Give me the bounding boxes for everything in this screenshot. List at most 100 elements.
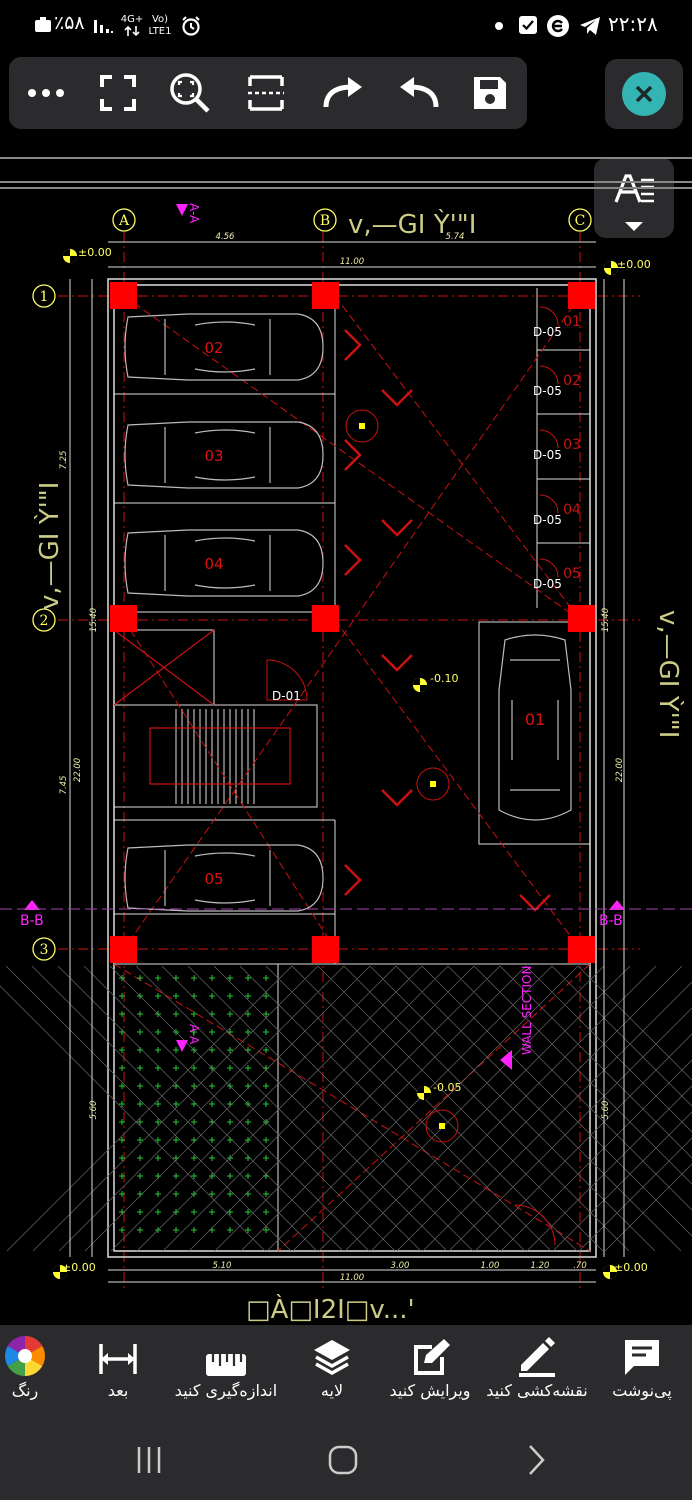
- car-label: 05: [204, 870, 223, 888]
- back-button[interactable]: [506, 1436, 566, 1484]
- dim-bottom-5: .70: [573, 1261, 587, 1271]
- undo-button[interactable]: [395, 71, 441, 115]
- save-button[interactable]: [467, 71, 513, 115]
- storage-number: 04: [563, 502, 581, 518]
- wall-section-label: WALL SECTION: [520, 966, 534, 1055]
- dim-bottom-3: 1.00: [481, 1261, 500, 1271]
- door-label: D-05: [533, 513, 562, 527]
- dim-bottom-1: 5.10: [213, 1261, 232, 1271]
- recent-apps-button[interactable]: [119, 1436, 179, 1484]
- signal-icon: [94, 20, 113, 33]
- more-button[interactable]: [23, 71, 69, 115]
- garbled-text-bottom: □À□I2I□v...': [246, 1293, 415, 1325]
- dim-right-1: 15.40: [601, 608, 611, 632]
- layers-tool-label: لایه: [320, 1381, 344, 1400]
- battery-percent: ٪۵۸: [54, 12, 85, 34]
- fullscreen-icon: [100, 75, 136, 111]
- edit-tool[interactable]: ویرایش کنید: [382, 1325, 478, 1418]
- section-label-right: B-B: [599, 913, 623, 929]
- dim-bottom-4: 1.20: [531, 1261, 550, 1271]
- note-tool-label: پی‌نوشت: [612, 1381, 672, 1400]
- top-toolbar: [9, 57, 527, 129]
- dim-left-3: 7.45: [59, 776, 69, 795]
- axis-label-3: 3: [40, 942, 49, 958]
- level-ramp: -0.10: [430, 672, 458, 685]
- garbled-text-left: v,—GI Ỳ'"I: [33, 482, 65, 610]
- color-wheel-icon: [5, 1336, 45, 1376]
- section-label-bottom: A-A: [187, 1024, 201, 1045]
- more-icon: [28, 89, 64, 97]
- status-bar: ٪۵۸ 4G+ Vo) LTE1 ۲۲:۲۸: [0, 0, 692, 52]
- car-label: 04: [204, 555, 223, 573]
- dimension-tool-label: بعد: [107, 1381, 129, 1400]
- battery-icon: [35, 17, 51, 32]
- close-button[interactable]: [605, 59, 683, 129]
- recent-apps-icon: [137, 1447, 161, 1473]
- text-panel-button[interactable]: [594, 158, 674, 238]
- dim-right-2: 22.00: [615, 758, 625, 782]
- car-label: 03: [204, 447, 223, 465]
- dim-bottom-total: 11.00: [340, 1273, 364, 1283]
- axis-label-C: C: [575, 213, 586, 229]
- edit-icon: [414, 1339, 450, 1375]
- dim-left-5: 5.60: [89, 1101, 99, 1120]
- level-bottom-right: ±0.00: [614, 1261, 648, 1274]
- note-tool[interactable]: پی‌نوشت: [606, 1325, 678, 1418]
- measure-tool-label: اندازه‌گیری کنید: [174, 1381, 278, 1400]
- zoom-button[interactable]: [167, 71, 213, 115]
- color-tool[interactable]: رنگ: [0, 1325, 50, 1418]
- dim-bottom-2: 3.00: [391, 1261, 410, 1271]
- fit-screen-button[interactable]: [243, 71, 289, 115]
- back-icon: [529, 1445, 545, 1475]
- section-label-left: B-B: [20, 913, 44, 929]
- color-tool-label: رنگ: [11, 1381, 39, 1400]
- redo-button[interactable]: [321, 71, 367, 115]
- dim-top-1: 4.56: [216, 232, 236, 242]
- data-arrows-icon: [124, 25, 140, 37]
- level-bottom-left: ±0.00: [62, 1261, 96, 1274]
- pencil-icon: [519, 1337, 555, 1377]
- dim-top-2: 5.74: [446, 232, 465, 242]
- checkbox-notification-icon: [519, 16, 537, 34]
- volte-label: Vo): [151, 14, 169, 25]
- close-icon: [635, 85, 653, 103]
- close-circle: [622, 72, 666, 116]
- axis-label-B: B: [320, 213, 330, 229]
- chevron-down-icon: [625, 222, 643, 231]
- axis-label-A: A: [118, 213, 130, 229]
- navigation-bar: [0, 1418, 692, 1500]
- car-label: 02: [204, 339, 223, 357]
- dimension-icon: [99, 1344, 137, 1374]
- level-yard: -0.05: [433, 1081, 461, 1094]
- section-label-top: A-A: [187, 203, 201, 224]
- save-icon: [474, 77, 506, 109]
- storage-number: 03: [563, 437, 581, 453]
- dim-right-3: 5.60: [601, 1101, 611, 1120]
- ruler-icon: [206, 1354, 246, 1376]
- level-top-left: ±0.00: [78, 246, 112, 259]
- measure-tool[interactable]: اندازه‌گیری کنید: [166, 1325, 286, 1418]
- layers-tool[interactable]: لایه: [302, 1325, 362, 1418]
- note-icon: [625, 1340, 659, 1375]
- dimension-tool[interactable]: بعد: [88, 1325, 148, 1418]
- door-label: D-05: [533, 577, 562, 591]
- garbled-text-right: v,—GI Ỳ'"I: [653, 610, 685, 738]
- alarm-icon: [182, 16, 200, 36]
- zoom-icon: [170, 73, 210, 113]
- draw-tool[interactable]: نقشه‌کشی کنید: [482, 1325, 592, 1418]
- app-notification-icon: [547, 15, 569, 37]
- storage-number: 05: [563, 566, 581, 582]
- home-icon: [328, 1445, 358, 1475]
- volte-sub: LTE1: [148, 26, 172, 37]
- door-label: D-05: [533, 384, 562, 398]
- home-button[interactable]: [313, 1436, 373, 1484]
- fullscreen-button[interactable]: [95, 71, 141, 115]
- door-label-d01: D-01: [272, 689, 301, 703]
- dim-left-1: 7.25: [59, 451, 69, 470]
- storage-number: 02: [563, 373, 581, 389]
- notification-dot: [495, 22, 503, 30]
- door-label: D-05: [533, 325, 562, 339]
- car-label-01: 01: [525, 710, 545, 729]
- axis-label-1: 1: [40, 289, 49, 305]
